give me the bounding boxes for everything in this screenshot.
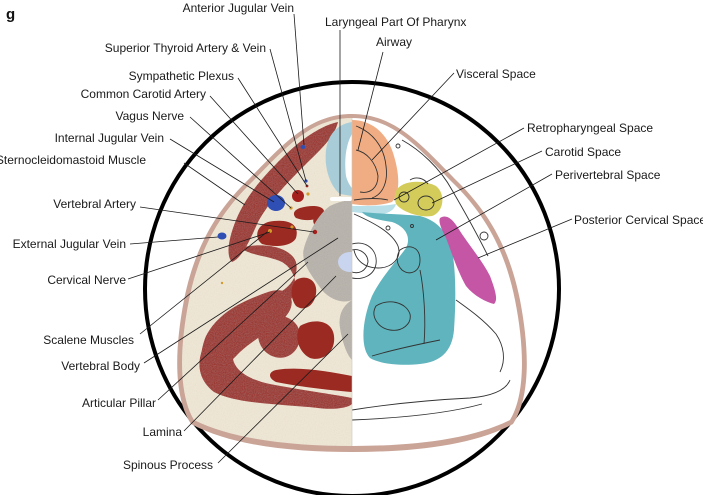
outline-circle-1 [395, 143, 401, 149]
label-perivertebral-space: Perivertebral Space [555, 168, 661, 182]
outline-lateral [455, 299, 504, 373]
outline-cord-right [352, 249, 369, 274]
scalene-muscle-anterior [257, 220, 297, 246]
outline-vertebra-right [353, 213, 400, 269]
outline-circle-2 [385, 225, 391, 231]
posterior-cervical-space [439, 216, 497, 304]
visceral-outline-3 [353, 198, 389, 201]
outline-circle-3 [410, 224, 414, 228]
anterior-jugular-vein [300, 145, 306, 149]
common-carotid-artery [292, 190, 304, 202]
frame-circle [143, 80, 561, 495]
label-sympathetic-plexus: Sympathetic Plexus [129, 69, 234, 83]
label-cervical-nerve: Cervical Nerve [47, 273, 126, 287]
label-spinous-process: Spinous Process [123, 458, 213, 472]
carotid-outline-2 [417, 195, 435, 211]
sympathetic-plexus [306, 192, 310, 196]
label-posterior-cervical-space: Posterior Cervical Space [574, 213, 703, 227]
visceral-outline-1 [355, 125, 387, 199]
label-lamina: Lamina [143, 425, 183, 439]
internal-jugular-vein [267, 195, 285, 211]
panel-label: g [6, 6, 15, 23]
label-scalene-muscles: Scalene Muscles [43, 333, 134, 347]
right-labels: Visceral Space Retropharyngeal Space Car… [456, 67, 703, 227]
airway-lumen [345, 134, 352, 188]
label-carotid-space: Carotid Space [545, 145, 621, 159]
label-internal-jugular-vein: Internal Jugular Vein [55, 131, 164, 145]
label-sternocleidomastoid-muscle: Sternocleidomastoid Muscle [0, 153, 146, 167]
label-external-jugular-vein: External Jugular Vein [13, 237, 126, 251]
right-anatomy [352, 120, 511, 421]
spinal-cord [338, 252, 352, 272]
left-anatomy [199, 122, 352, 409]
esophagus-lumen [330, 197, 352, 201]
outline-fascia-1 [401, 139, 489, 257]
multifidus-muscle [291, 277, 317, 309]
label-anterior-jugular-vein: Anterior Jugular Vein [183, 1, 294, 15]
perivertebral-outline-1 [396, 246, 421, 274]
carotid-space [394, 181, 443, 217]
label-airway: Airway [376, 35, 412, 49]
vertebral-artery [312, 229, 318, 235]
label-vertebral-artery: Vertebral Artery [53, 197, 136, 211]
external-jugular-vein [217, 232, 227, 240]
perivertebral-outline-2 [373, 301, 411, 331]
top-labels: Laryngeal Part Of Pharynx Airway [325, 15, 466, 49]
semispinalis-muscle [257, 315, 300, 358]
label-articular-pillar: Articular Pillar [82, 396, 156, 410]
vertebral-body-bone [303, 200, 352, 302]
nerve-dot [220, 281, 224, 285]
cervical-nerve-2 [290, 225, 294, 229]
outline-canal-right [352, 242, 377, 279]
outline-circle-4 [479, 231, 489, 241]
label-vagus-nerve: Vagus Nerve [116, 109, 185, 123]
trapezius-muscle [270, 368, 352, 392]
spinous-process-bone [339, 300, 352, 360]
leader-lines [127, 13, 573, 464]
visceral-outline-2 [355, 149, 379, 193]
pharynx-mucosa [325, 122, 352, 196]
retropharyngeal-space [352, 204, 396, 215]
label-common-carotid-artery: Common Carotid Artery [81, 87, 206, 101]
perivertebral-outline-3 [371, 339, 441, 357]
left-labels: Anterior Jugular Vein Superior Thyroid A… [0, 1, 294, 472]
outline-small-1 [409, 177, 429, 185]
visceral-space [352, 120, 399, 206]
label-vertebral-body: Vertebral Body [61, 359, 140, 373]
label-retropharyngeal-space: Retropharyngeal Space [527, 121, 653, 135]
paraspinal-muscle [200, 290, 292, 380]
splenius-muscle [297, 321, 335, 359]
perivertebral-space [362, 212, 456, 365]
perivertebral-outline-4 [419, 269, 426, 345]
label-superior-thyroid-artery-vein: Superior Thyroid Artery & Vein [105, 41, 266, 55]
outline-trapezius-right [352, 403, 483, 421]
sternocleidomastoid-muscle [228, 122, 338, 262]
label-laryngeal-part-of-pharynx: Laryngeal Part Of Pharynx [325, 15, 466, 29]
label-visceral-space: Visceral Space [456, 67, 536, 81]
outline-posterior [352, 379, 511, 411]
